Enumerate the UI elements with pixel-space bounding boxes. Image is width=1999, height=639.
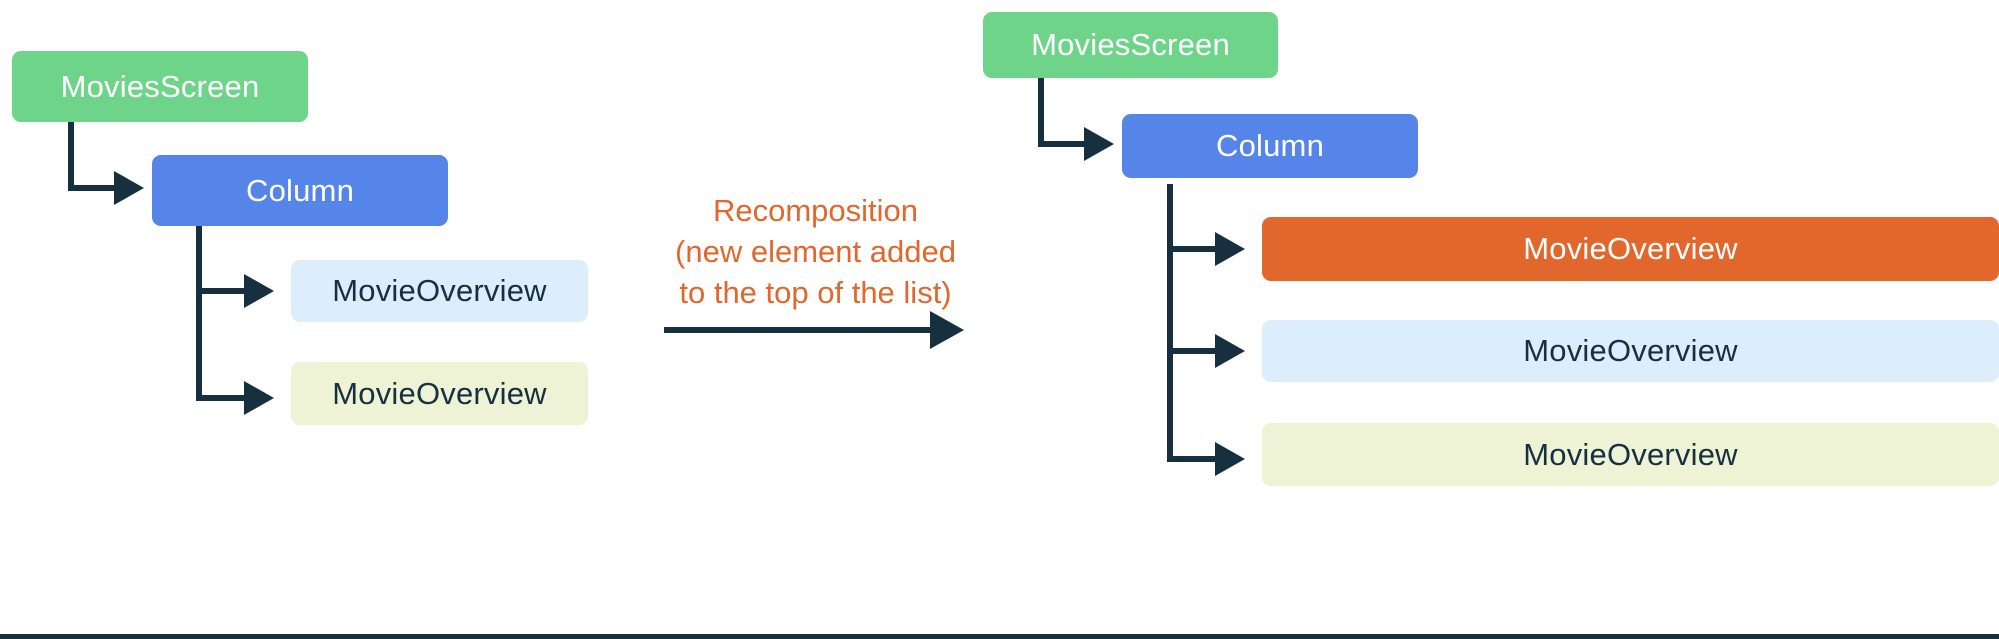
node-label: MovieOverview (332, 375, 547, 411)
before-node-movies-screen[interactable]: MoviesScreen (12, 51, 308, 122)
before-arrowhead-item-2-icon (244, 381, 274, 415)
before-connector-branch-2 (196, 395, 248, 401)
transition-arrowhead-icon (930, 311, 964, 349)
after-arrowhead-item-2-icon (1215, 442, 1245, 476)
after-connector-branch-new (1167, 246, 1219, 252)
before-arrowhead-item-1-icon (244, 274, 274, 308)
before-connector-column-trunk (196, 226, 202, 401)
before-node-movie-overview-1[interactable]: MovieOverview (291, 260, 588, 322)
bottom-divider (0, 634, 1999, 639)
node-label: Column (245, 172, 355, 208)
after-connector-screen-to-column-horizontal (1038, 141, 1086, 147)
after-connector-branch-1 (1167, 348, 1219, 354)
node-label: MovieOverview (1523, 436, 1738, 472)
after-connector-branch-2 (1167, 456, 1219, 462)
after-connector-column-trunk (1167, 184, 1173, 462)
after-arrowhead-column-icon (1084, 127, 1114, 161)
before-connector-branch-1 (196, 288, 248, 294)
after-node-movie-overview-new[interactable]: MovieOverview (1262, 217, 1999, 281)
transition-arrow-shaft (664, 327, 934, 333)
node-label: MovieOverview (1523, 333, 1738, 368)
after-node-column[interactable]: Column (1122, 114, 1418, 178)
after-arrowhead-item-1-icon (1215, 334, 1245, 368)
node-label: MovieOverview (1523, 231, 1738, 266)
before-connector-screen-to-column-vertical (68, 122, 74, 190)
after-node-movie-overview-1[interactable]: MovieOverview (1262, 320, 1999, 382)
after-connector-screen-to-column-vertical (1038, 78, 1044, 146)
before-arrowhead-column-icon (114, 171, 144, 205)
before-node-movie-overview-2[interactable]: MovieOverview (291, 362, 588, 425)
before-connector-screen-to-column-horizontal (68, 185, 116, 191)
node-label: MovieOverview (332, 273, 547, 308)
after-arrowhead-item-new-icon (1215, 232, 1245, 266)
node-label: MoviesScreen (60, 68, 260, 104)
after-node-movies-screen[interactable]: MoviesScreen (983, 12, 1278, 78)
after-node-movie-overview-2[interactable]: MovieOverview (1262, 423, 1999, 486)
before-node-column[interactable]: Column (152, 155, 448, 226)
node-label: MoviesScreen (1031, 27, 1230, 62)
node-label: Column (1215, 128, 1325, 163)
recomposition-caption: Recomposition (new element added to the … (675, 193, 956, 310)
